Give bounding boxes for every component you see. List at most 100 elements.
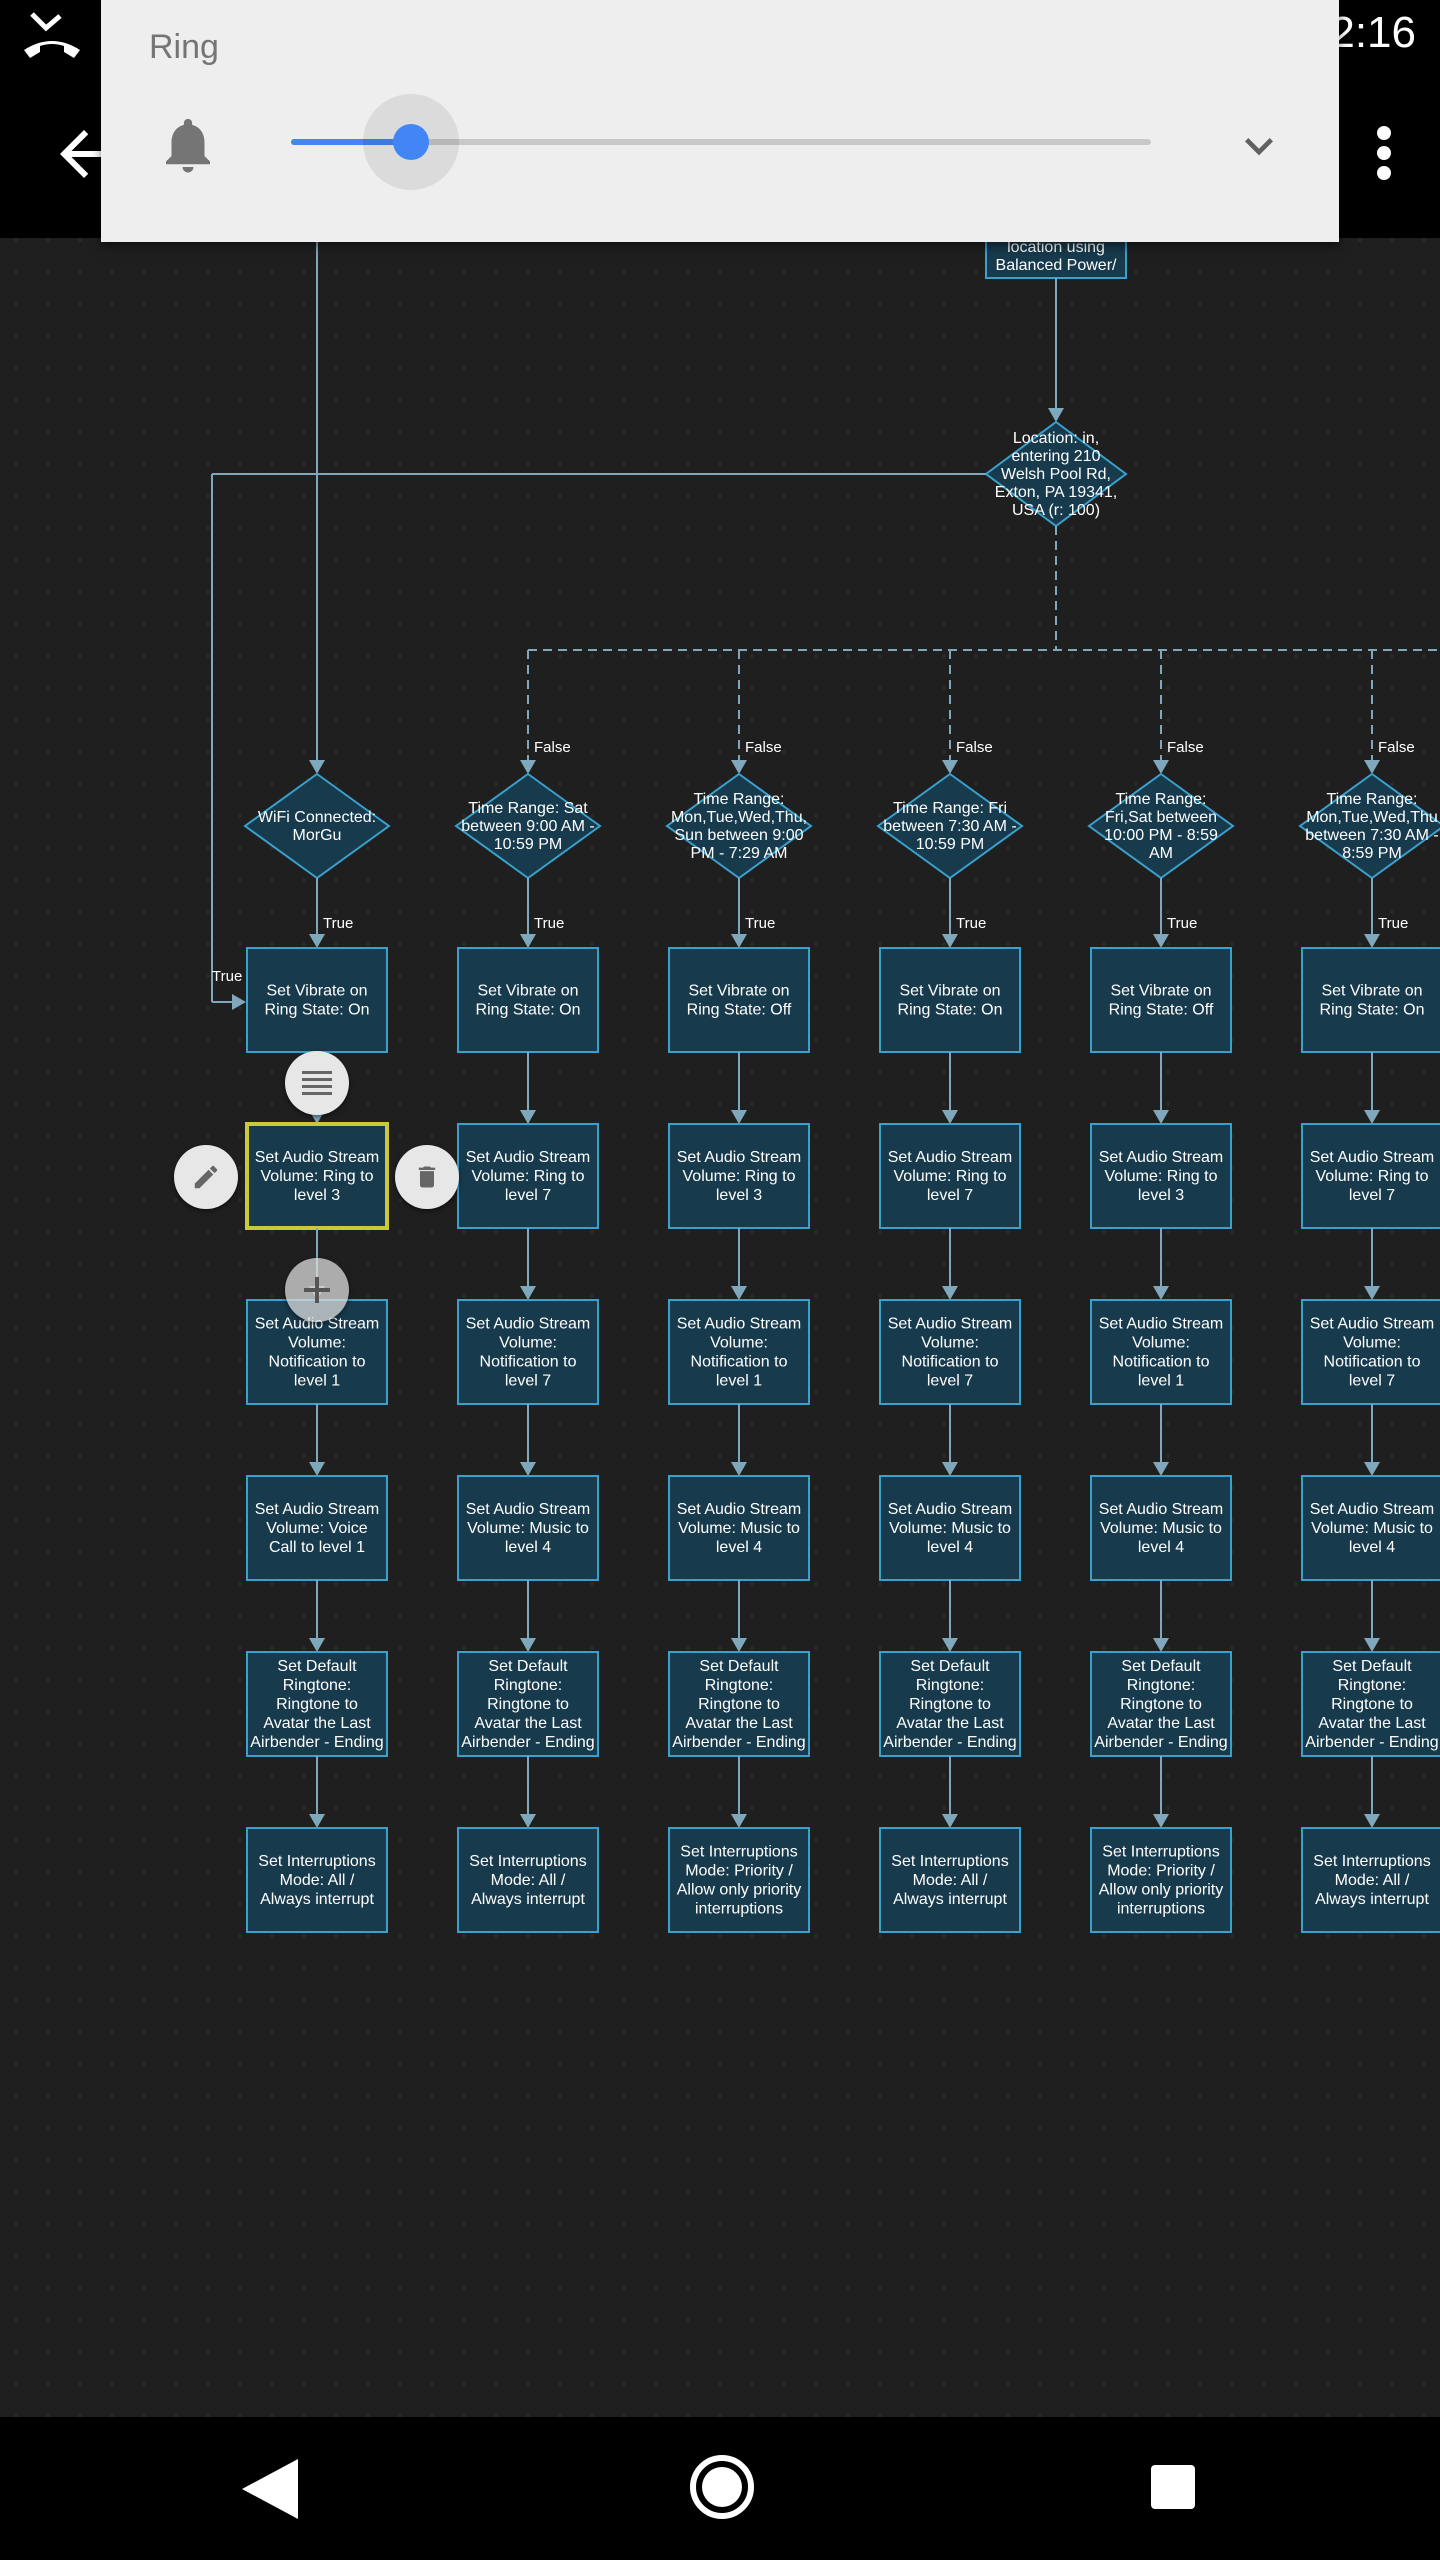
condition-5-text-line-3: 8:59 PM xyxy=(1342,845,1402,862)
arrowhead xyxy=(309,760,325,774)
status-clock: 2:16 xyxy=(1330,8,1416,57)
action-3-4-text-line-2: Ringtone to xyxy=(909,1696,991,1713)
action-0-3-text-line-2: Call to level 1 xyxy=(269,1539,365,1556)
location-provider-text-line-0: location using xyxy=(1007,239,1105,256)
action-2-5-text-line-3: interruptions xyxy=(695,1901,783,1918)
arrowhead xyxy=(1364,1638,1380,1652)
action-2-4-text-line-4: Airbender - Ending xyxy=(672,1734,805,1751)
action-3-2-text-line-2: Notification to xyxy=(902,1354,999,1371)
action-node xyxy=(879,1651,1021,1757)
action-5-3-text-line-2: level 4 xyxy=(1349,1539,1395,1556)
navigation-bar xyxy=(0,2417,1440,2560)
condition-node xyxy=(1298,772,1440,880)
arrowhead xyxy=(309,1638,325,1652)
action-3-2-text-line-0: Set Audio Stream xyxy=(888,1316,1013,1333)
action-2-4-text-line-0: Set Default xyxy=(699,1658,779,1675)
condition-5-text-line-0: Time Range: xyxy=(1327,791,1418,808)
arrowhead xyxy=(1364,1286,1380,1300)
true-label: True xyxy=(323,915,353,932)
location-condition-text-line-0: Location: in, xyxy=(1013,430,1099,447)
action-3-4-text-line-0: Set Default xyxy=(910,1658,990,1675)
arrowhead xyxy=(232,994,246,1010)
action-3-1-text-line-1: Volume: Ring to xyxy=(894,1168,1007,1185)
action-node xyxy=(668,1651,810,1757)
node-delete-button[interactable] xyxy=(395,1145,459,1209)
action-5-1-text-line-0: Set Audio Stream xyxy=(1310,1149,1435,1166)
action-4-3-text-line-0: Set Audio Stream xyxy=(1099,1501,1224,1518)
action-4-2-text-line-2: Notification to xyxy=(1113,1354,1210,1371)
more-vert-icon[interactable] xyxy=(1364,120,1404,192)
condition-2-text-line-2: Sun between 9:00 xyxy=(675,827,804,844)
nav-back-icon[interactable] xyxy=(240,2457,300,2521)
condition-5-text-line-1: Mon,Tue,Wed,Thu xyxy=(1306,809,1438,826)
arrowhead xyxy=(942,1110,958,1124)
node-add-button[interactable] xyxy=(285,1258,349,1322)
action-5-4-text-line-0: Set Default xyxy=(1332,1658,1412,1675)
false-label: False xyxy=(534,739,571,756)
plus-icon xyxy=(304,1277,330,1303)
chevron-down-icon[interactable] xyxy=(1229,118,1289,174)
nav-home-icon[interactable] xyxy=(690,2455,754,2519)
location-condition-text-line-3: Exton, PA 19341, xyxy=(995,484,1117,501)
action-1-1-text-line-2: level 7 xyxy=(505,1187,551,1204)
arrowhead xyxy=(731,760,747,774)
location-provider-text-line-1: Balanced Power/ xyxy=(996,257,1118,274)
action-2-2-text-line-1: Volume: xyxy=(710,1335,768,1352)
action-1-1-text-line-0: Set Audio Stream xyxy=(466,1149,591,1166)
action-2-4-text-line-2: Ringtone to xyxy=(698,1696,780,1713)
node-edit-button[interactable] xyxy=(174,1145,238,1209)
action-5-2-text-line-1: Volume: xyxy=(1343,1335,1401,1352)
arrowhead xyxy=(1048,408,1064,422)
arrowhead xyxy=(731,1286,747,1300)
arrowhead xyxy=(309,1814,325,1828)
notes-icon xyxy=(302,1071,332,1095)
action-5-3-text-line-1: Volume: Music to xyxy=(1311,1520,1433,1537)
action-3-4-text-line-1: Ringtone: xyxy=(916,1677,985,1694)
action-1-3-text-line-0: Set Audio Stream xyxy=(466,1501,591,1518)
slider-thumb[interactable] xyxy=(393,124,430,160)
node-notes-button[interactable] xyxy=(285,1051,349,1115)
action-1-2-text-line-3: level 7 xyxy=(505,1373,551,1390)
action-node xyxy=(457,1123,599,1229)
action-4-4-text-line-0: Set Default xyxy=(1121,1658,1201,1675)
action-node xyxy=(1301,1827,1440,1933)
action-5-2-text-line-3: level 7 xyxy=(1349,1373,1395,1390)
action-2-3-text-line-0: Set Audio Stream xyxy=(677,1501,802,1518)
arrowhead xyxy=(1153,934,1169,948)
action-0-4-text-line-4: Airbender - Ending xyxy=(250,1734,383,1751)
arrowhead xyxy=(1364,1110,1380,1124)
action-node xyxy=(457,1475,599,1581)
action-0-2-text-line-2: Notification to xyxy=(269,1354,366,1371)
trash-icon xyxy=(418,1166,436,1188)
action-2-2-text-line-2: Notification to xyxy=(691,1354,788,1371)
action-2-1-text-line-0: Set Audio Stream xyxy=(677,1149,802,1166)
arrow-back-icon[interactable] xyxy=(48,118,120,190)
arrowhead xyxy=(1364,1462,1380,1476)
volume-slider[interactable] xyxy=(291,94,1151,190)
arrowhead xyxy=(731,1110,747,1124)
action-node xyxy=(1301,1123,1440,1229)
action-4-1-text-line-2: level 3 xyxy=(1138,1187,1184,1204)
action-2-1-text-line-1: Volume: Ring to xyxy=(683,1168,796,1185)
arrowhead xyxy=(520,1286,536,1300)
action-3-5-text-line-1: Mode: All / xyxy=(913,1872,988,1889)
action-node xyxy=(457,1827,599,1933)
arrowhead xyxy=(942,1638,958,1652)
condition-2-text-line-0: Time Range: xyxy=(694,791,785,808)
volume-panel: Ring xyxy=(101,0,1339,242)
arrowhead xyxy=(731,1814,747,1828)
nav-recents-icon[interactable] xyxy=(1151,2465,1195,2509)
condition-node xyxy=(665,772,813,880)
action-1-2-text-line-1: Volume: xyxy=(499,1335,557,1352)
action-1-1-text-line-1: Volume: Ring to xyxy=(472,1168,585,1185)
action-5-1-text-line-2: level 7 xyxy=(1349,1187,1395,1204)
action-5-5-text-line-1: Mode: All / xyxy=(1335,1872,1410,1889)
action-3-1-text-line-0: Set Audio Stream xyxy=(888,1149,1013,1166)
action-0-1-text-line-1: Volume: Ring to xyxy=(261,1168,374,1185)
action-node xyxy=(457,947,599,1053)
action-0-1-text-line-0: Set Audio Stream xyxy=(255,1149,380,1166)
bell-icon[interactable] xyxy=(155,108,221,182)
selected-action-node xyxy=(245,1122,389,1230)
